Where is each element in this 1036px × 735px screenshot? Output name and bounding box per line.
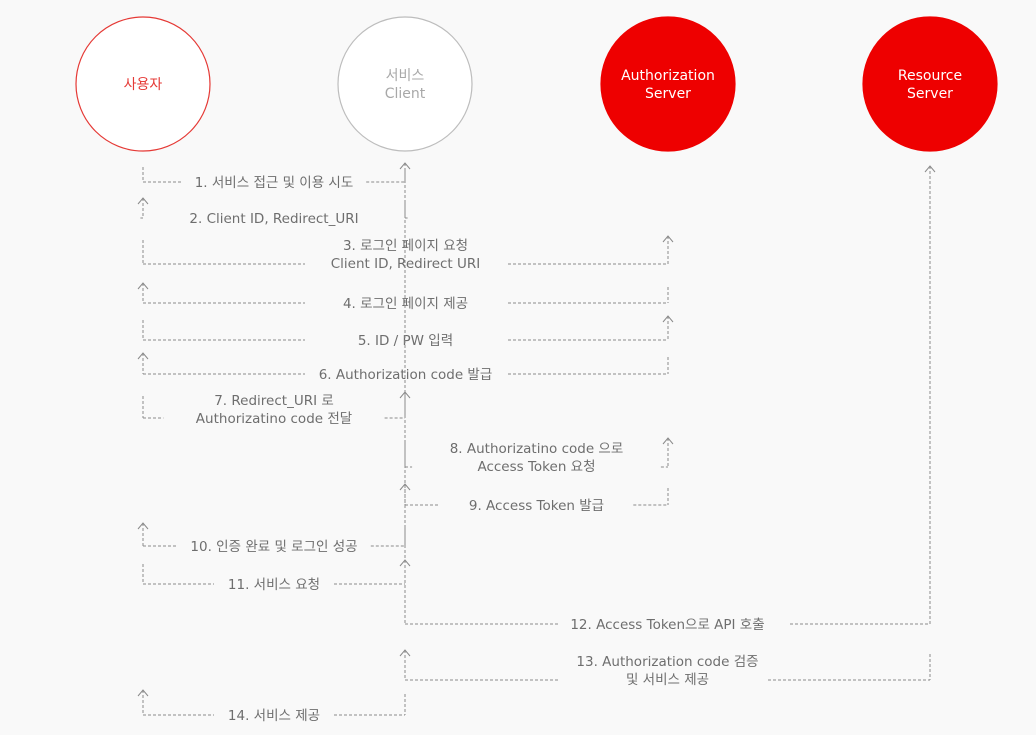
actor-user-circle <box>75 16 211 152</box>
arrow-head-icon <box>137 197 149 205</box>
step-label: 4. 로그인 페이지 제공 <box>343 296 468 312</box>
step-label: 7. Redirect_URI 로 <box>214 393 334 409</box>
actor-client: 서비스 Client <box>337 16 473 152</box>
step-13: 13. Authorization code 검증및 서비스 제공 <box>399 649 931 688</box>
step-14: 14. 서비스 제공 <box>137 689 406 724</box>
actor-auth-circle <box>600 16 736 152</box>
step-label: 2. Client ID, Redirect_URI <box>189 211 358 227</box>
arrow-head-icon <box>399 649 411 657</box>
step-label: 11. 서비스 요청 <box>228 577 320 593</box>
step-8: 8. Authorizatino code 으로 Access Token 요청 <box>404 437 674 475</box>
step-label: 1. 서비스 접근 및 이용 시도 <box>195 175 354 191</box>
step-10: 10. 인증 완료 및 로그인 성공 <box>137 522 406 555</box>
arrow-head-icon <box>137 282 149 290</box>
arrow-head-icon <box>662 315 674 323</box>
actor-resource-circle <box>862 16 998 152</box>
step-2: 2. Client ID, Redirect_URI <box>137 197 408 227</box>
step-5: 5. ID / PW 입력 <box>142 315 674 349</box>
step-label: 9. Access Token 발급 <box>469 498 604 514</box>
actor-client-label: Client <box>385 86 426 102</box>
arrow-head-icon <box>399 162 411 170</box>
step-9: 9. Access Token 발급 <box>399 483 669 514</box>
arrow-head-icon <box>137 352 149 360</box>
actor-user-label: 사용자 <box>124 77 163 93</box>
actor-client-label: 서비스 <box>386 68 425 84</box>
step-label: 및 서비스 제공 <box>626 672 709 688</box>
arrow-head-icon <box>137 522 149 530</box>
step-label: 10. 인증 완료 및 로그인 성공 <box>190 539 357 555</box>
step-label: 14. 서비스 제공 <box>228 708 320 724</box>
step-7: 7. Redirect_URI 로 Authorizatino code 전달 <box>142 391 411 427</box>
step-11: 11. 서비스 요청 <box>142 559 411 593</box>
arrow-head-icon <box>662 235 674 243</box>
step-label: Client ID, Redirect URI <box>331 256 481 272</box>
step-1: 1. 서비스 접근 및 이용 시도 <box>142 162 411 191</box>
actor-user: 사용자 <box>75 16 211 152</box>
step-4: 4. 로그인 페이지 제공 <box>137 282 669 312</box>
arrow-head-icon <box>662 437 674 445</box>
actor-client-circle <box>337 16 473 152</box>
step-label: Authorizatino code 전달 <box>196 411 352 427</box>
actor-resource-label: Resource <box>898 68 962 84</box>
arrow-head-icon <box>399 483 411 491</box>
actor-auth-label: Authorization <box>621 68 715 84</box>
step-6: 6. Authorization code 발급 <box>137 352 669 383</box>
step-label: Access Token 요청 <box>477 459 595 475</box>
actor-resource-label: Server <box>907 86 953 102</box>
step-label: 8. Authorizatino code 으로 <box>450 441 624 457</box>
actor-auth-label: Server <box>645 86 691 102</box>
step-12: 12. Access Token으로 API 호출 <box>404 165 936 633</box>
step-label: 13. Authorization code 검증 <box>576 654 758 670</box>
arrow-head-icon <box>137 689 149 697</box>
step-label: 12. Access Token으로 API 호출 <box>570 617 764 633</box>
arrow-head-icon <box>924 165 936 173</box>
